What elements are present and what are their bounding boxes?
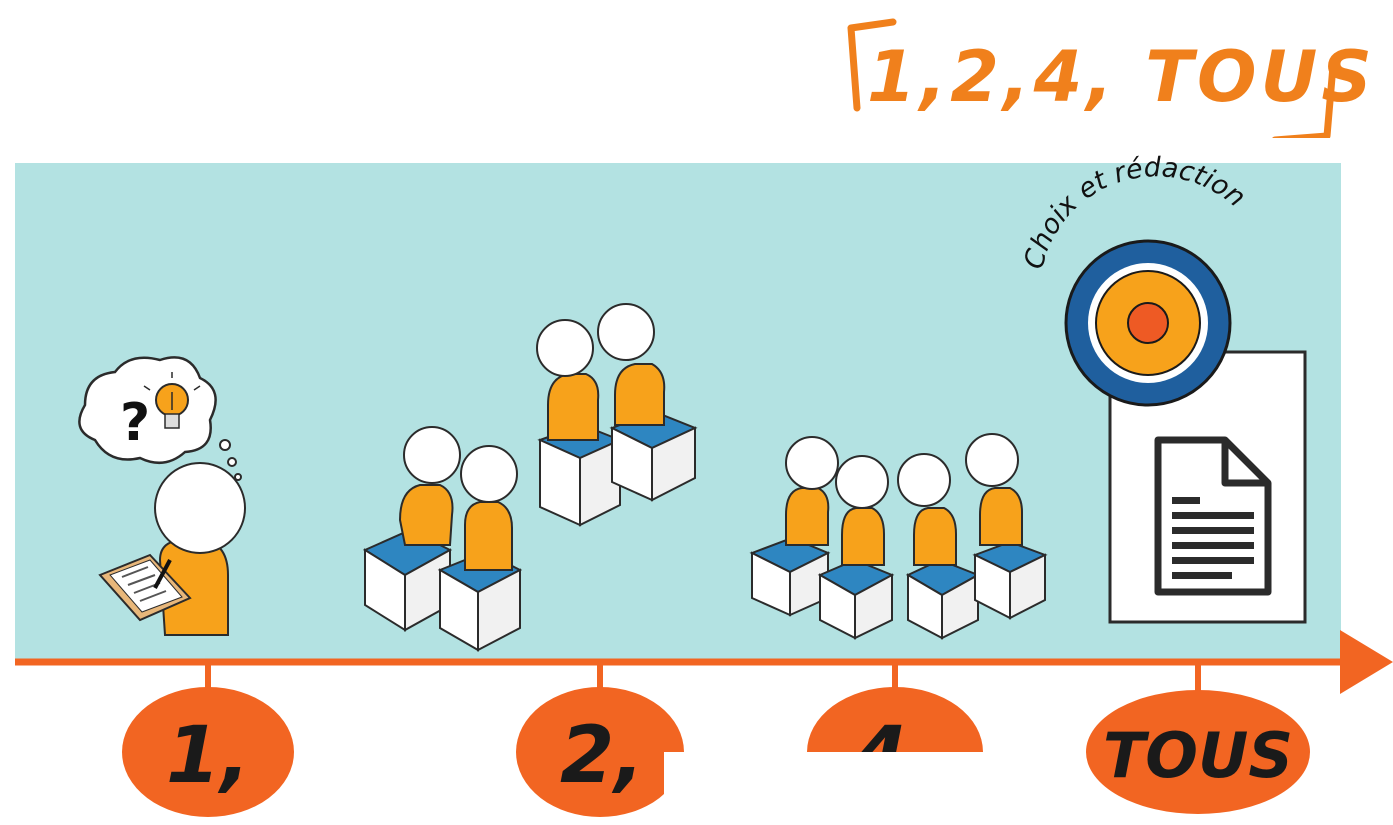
lightbulb-icon [143, 372, 201, 429]
person-body [614, 363, 666, 426]
step-4-label: TOUS [1103, 719, 1293, 792]
thought-bubble [78, 356, 242, 481]
step-1: 1, [122, 687, 294, 817]
pair-group-back [536, 303, 698, 527]
person-body [979, 487, 1023, 546]
solo-person-group: ? [78, 356, 246, 636]
cube [817, 558, 895, 640]
question-mark-icon: ? [120, 393, 150, 453]
person-head [597, 303, 655, 361]
clipboard-icon [98, 553, 192, 622]
person-head [965, 433, 1019, 487]
cube [749, 536, 831, 617]
person-body [913, 507, 957, 566]
person-head [460, 445, 518, 503]
step-2: 2, [516, 687, 684, 817]
person-head [785, 436, 839, 490]
step-1-label: 1, [166, 711, 250, 801]
person-head [536, 319, 594, 377]
quad-group [749, 433, 1048, 640]
pair-group-front [362, 426, 523, 652]
step-4: TOUS [1086, 690, 1310, 814]
title-group: 1,2,4, TOUS [845, 8, 1372, 144]
bottom-mask [290, 775, 390, 825]
person-head [403, 426, 461, 484]
person-body [785, 487, 830, 546]
timeline-arrow [15, 630, 1393, 694]
person-body [398, 484, 454, 546]
cube [905, 558, 981, 640]
person-body [464, 501, 513, 571]
person-head [154, 462, 246, 554]
document-icon [1154, 436, 1272, 596]
title-text: 1,2,4, TOUS [867, 36, 1376, 118]
target-icon [1064, 239, 1232, 407]
person-body [547, 373, 600, 441]
person-head [835, 455, 889, 509]
svg-text:?: ? [120, 393, 150, 453]
bottom-mask [664, 752, 984, 825]
cube [972, 540, 1048, 620]
person-body [841, 507, 885, 566]
person-head [897, 453, 951, 507]
arrow-icon [1340, 630, 1393, 694]
step-2-label: 2, [560, 711, 644, 801]
